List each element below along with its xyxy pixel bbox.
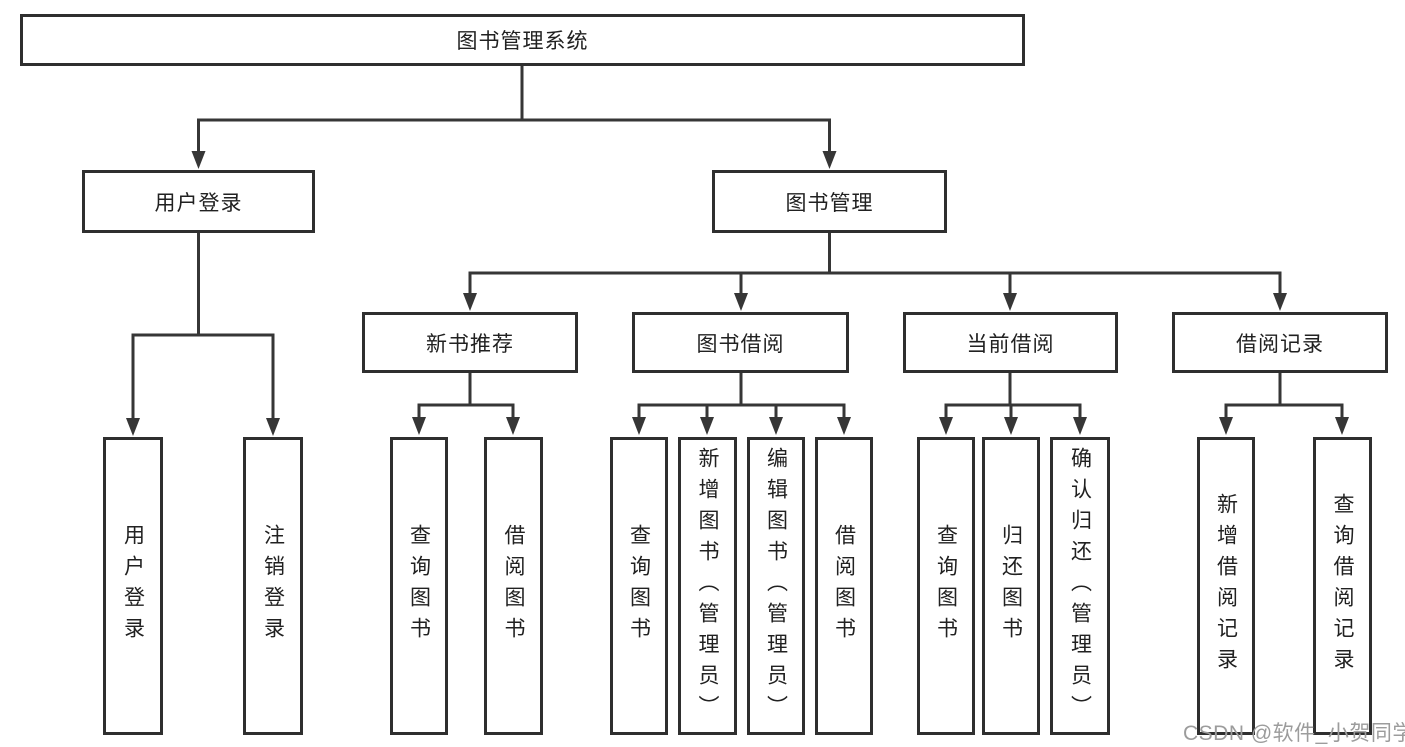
leaf-query-borrow-record: 查询借阅记录 <box>1313 437 1372 735</box>
leaf-add-borrow-record: 新增借阅记录 <box>1197 437 1255 735</box>
node-label: 借阅图书 <box>502 524 525 648</box>
leaf-query-books-current: 查询图书 <box>917 437 975 735</box>
node-label: 注销登录 <box>261 524 285 648</box>
node-current-borrowing: 当前借阅 <box>903 312 1118 373</box>
node-label: 查询图书 <box>934 524 958 648</box>
node-label: 新增图书（管理员） <box>696 446 719 726</box>
node-label: 查询图书 <box>407 524 431 648</box>
arrowheads <box>126 151 1349 436</box>
node-label: 查询借阅记录 <box>1331 493 1354 679</box>
node-label: 图书管理系统 <box>456 30 589 53</box>
node-label: 图书管理 <box>785 191 874 215</box>
node-label: 查询图书 <box>627 524 651 648</box>
leaf-query-books-recommend: 查询图书 <box>390 437 448 735</box>
leaf-user-login: 用户登录 <box>103 437 163 735</box>
leaf-return-books: 归还图书 <box>982 437 1040 735</box>
node-label: 用户登录 <box>154 191 243 215</box>
leaf-borrow-books-borrowing: 借阅图书 <box>815 437 873 735</box>
node-label: 当前借阅 <box>966 332 1055 356</box>
node-label: 用户登录 <box>121 524 145 648</box>
leaf-logout: 注销登录 <box>243 437 303 735</box>
leaf-add-books-admin: 新增图书（管理员） <box>678 437 737 735</box>
node-new-book-recommend: 新书推荐 <box>362 312 578 373</box>
node-label: 新增借阅记录 <box>1214 493 1238 679</box>
node-borrowing-records: 借阅记录 <box>1172 312 1388 373</box>
node-label: 新书推荐 <box>426 332 514 356</box>
leaf-query-books-borrowing: 查询图书 <box>610 437 668 735</box>
leaf-confirm-return-admin: 确认归还（管理员） <box>1050 437 1110 735</box>
node-user-login: 用户登录 <box>82 170 315 233</box>
watermark-csdn: CSDN @软件_小贺同学 <box>1183 722 1405 745</box>
node-label: 借阅图书 <box>832 524 856 648</box>
node-label: 图书借阅 <box>696 332 785 356</box>
node-label: 归还图书 <box>999 524 1023 648</box>
node-book-management: 图书管理 <box>712 170 947 233</box>
node-book-borrowing: 图书借阅 <box>632 312 849 373</box>
leaf-borrow-books-recommend: 借阅图书 <box>484 437 543 735</box>
node-label: 编辑图书（管理员） <box>764 446 788 726</box>
node-label: 借阅记录 <box>1236 332 1324 356</box>
node-library-management-system: 图书管理系统 <box>20 14 1025 66</box>
leaf-edit-books-admin: 编辑图书（管理员） <box>747 437 805 735</box>
node-label: 确认归还（管理员） <box>1068 446 1092 726</box>
